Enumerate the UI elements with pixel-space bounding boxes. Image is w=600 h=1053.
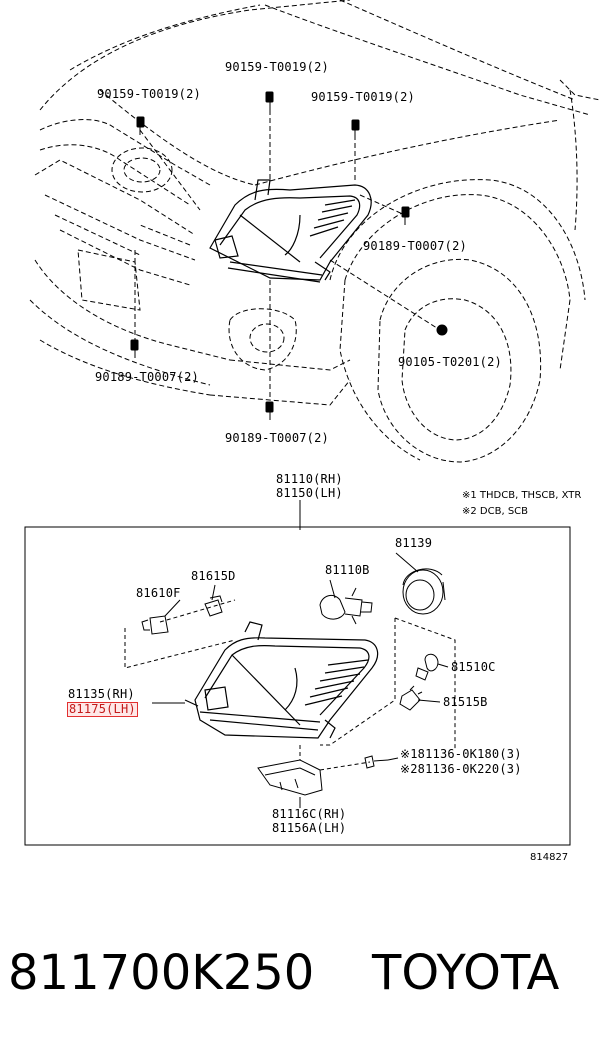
label-81139: 81139 (395, 536, 433, 550)
cap-81139-shape (402, 568, 446, 615)
vehicle-bolt-shafts (134, 102, 406, 420)
vehicle-headlamp (209, 179, 372, 283)
label-assy-lh: 81150(LH) (276, 486, 343, 500)
label-90105-right: 90105-T0201(2) (398, 355, 502, 369)
bulb-81610f-shape (141, 615, 169, 635)
note-1: ※1 THDCB, THSCB, XTR (462, 490, 582, 501)
label-81515b: 81515B (443, 695, 488, 709)
label-81110b: 81110B (325, 563, 370, 577)
socket-81515b-shape (399, 685, 423, 711)
screw-shape (364, 755, 389, 769)
label-90159-top-right: 90159-T0019(2) (311, 90, 415, 104)
diagram-reference-number: 814827 (530, 852, 569, 863)
vehicle-front-outline (29, 0, 600, 463)
bulb-81110b-shape (319, 587, 373, 625)
footer: 811700K250 TOYOTA (0, 935, 600, 1015)
leader-lines (152, 552, 449, 808)
exploded-frame (24, 526, 571, 846)
label-screw-2: ※281136-0K220(3) (400, 762, 522, 776)
label-81610f: 81610F (136, 586, 181, 600)
socket-81615d-shape (204, 595, 223, 617)
label-90189-center-bottom: 90189-T0007(2) (225, 431, 329, 445)
label-bracket-lh: 81156A(LH) (272, 821, 347, 835)
headlamp-exploded (184, 621, 379, 739)
note-2: ※2 DCB, SCB (462, 506, 529, 517)
label-90189-right: 90189-T0007(2) (363, 239, 467, 253)
label-bracket-rh: 81116C(RH) (272, 807, 347, 821)
label-81510c: 81510C (451, 660, 496, 674)
brand-name: TOYOTA (372, 945, 560, 1001)
vehicle-bolts (130, 91, 448, 413)
label-assy-rh: 81110(RH) (276, 472, 343, 486)
label-90159-top-center: 90159-T0019(2) (225, 60, 329, 74)
label-90189-left-bottom: 90189-T0007(2) (95, 370, 199, 384)
label-81135-rh: 81135(RH) (68, 687, 135, 701)
label-81615d: 81615D (191, 569, 236, 583)
label-81175-lh-highlighted: 81175(LH) (67, 702, 138, 717)
label-90159-top-left: 90159-T0019(2) (97, 87, 201, 101)
part-number: 811700K250 (8, 945, 315, 1001)
grouping-lines (124, 599, 456, 771)
bracket-81116c-shape (257, 759, 323, 796)
bulb-81510c-shape (415, 653, 439, 681)
label-screw-1: ※181136-0K180(3) (400, 747, 522, 761)
